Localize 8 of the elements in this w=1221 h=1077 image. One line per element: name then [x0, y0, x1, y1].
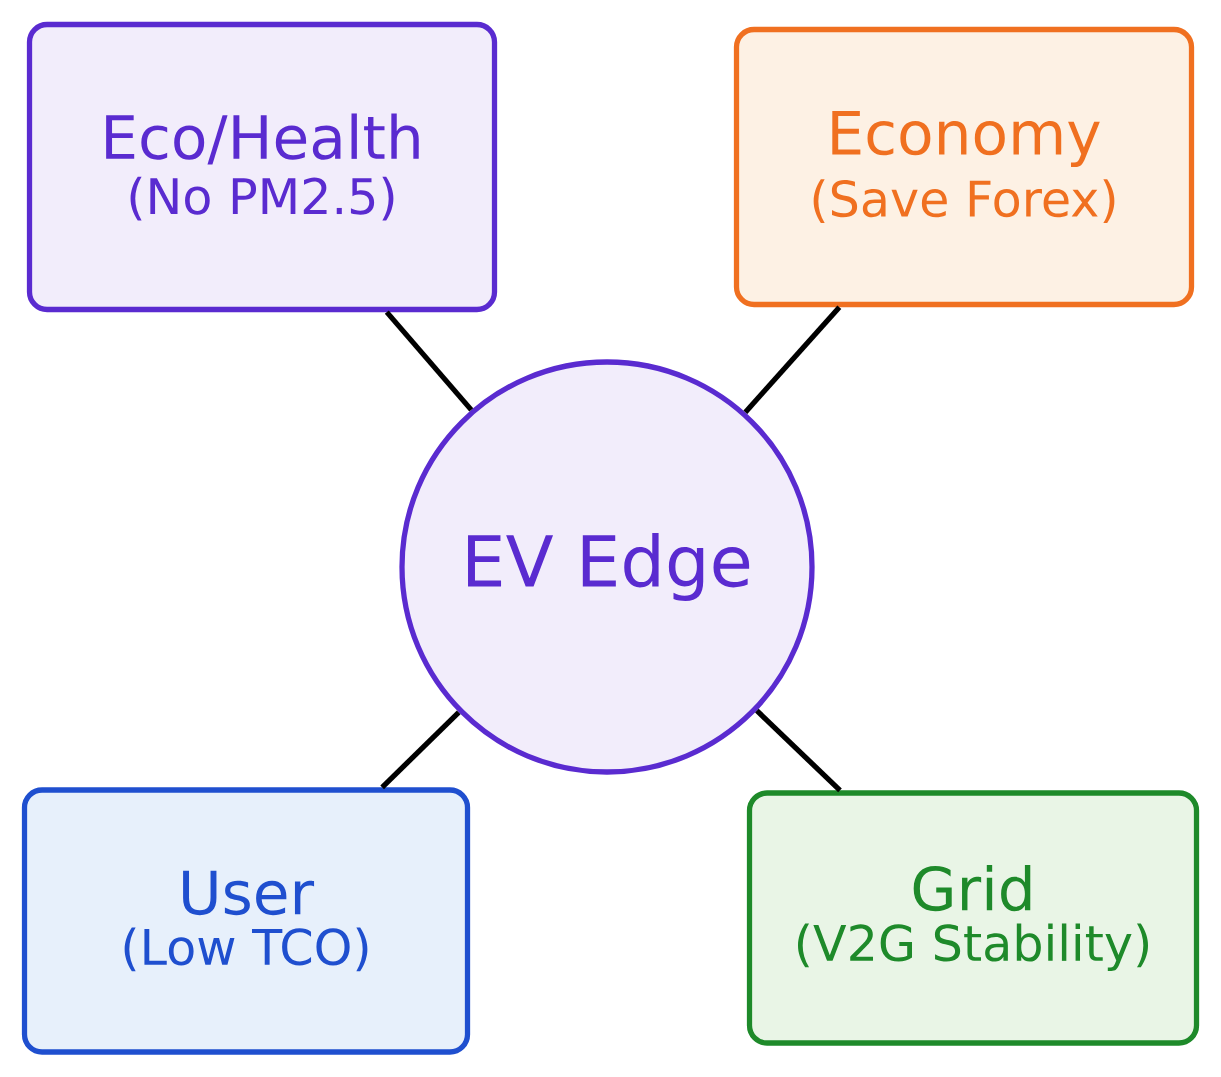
connector-line — [743, 305, 842, 414]
connector-line — [380, 710, 461, 790]
category-box: User (Low TCO) — [21, 787, 471, 1055]
connector-line — [755, 708, 842, 793]
category-box: Grid (V2G Stability) — [746, 790, 1200, 1046]
category-box: Economy (Save Forex) — [733, 26, 1195, 308]
category-box: Eco/Health (No PM2.5) — [26, 21, 498, 313]
connector-line — [384, 310, 474, 412]
